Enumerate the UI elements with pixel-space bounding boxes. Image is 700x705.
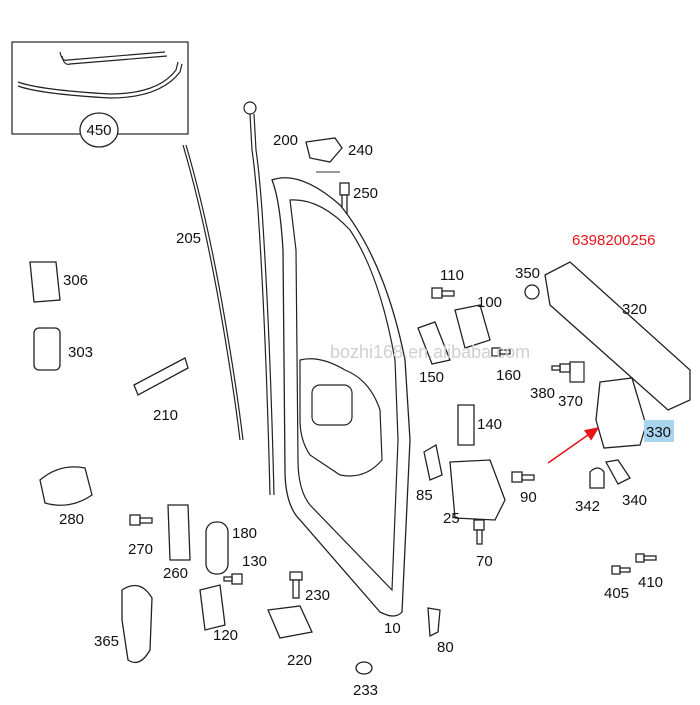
- part-160-screw: [491, 347, 511, 357]
- label-350: 350: [515, 265, 540, 282]
- label-210: 210: [153, 407, 178, 424]
- part-200-rod: [243, 101, 275, 496]
- part-280-handle: [39, 466, 93, 506]
- label-85: 85: [416, 487, 433, 504]
- label-340: 340: [622, 492, 647, 509]
- label-270: 270: [128, 541, 153, 558]
- label-200: 200: [273, 132, 298, 149]
- part-303-pad: [33, 327, 61, 371]
- label-280: 280: [59, 511, 84, 528]
- part-405-bolt: [611, 565, 631, 575]
- label-303: 303: [68, 344, 93, 361]
- part-110-bolt: [431, 287, 455, 299]
- label-205: 205: [176, 230, 201, 247]
- label-306: 306: [63, 272, 88, 289]
- label-160: 160: [496, 367, 521, 384]
- part-370-clip: [569, 361, 585, 383]
- part-100-catch: [454, 304, 491, 349]
- label-110: 110: [440, 267, 464, 284]
- pointer-arrow: [547, 427, 600, 464]
- label-342: 342: [575, 498, 600, 515]
- part-70-bolt: [473, 519, 485, 545]
- label-120: 120: [213, 627, 238, 644]
- label-80: 80: [437, 639, 454, 656]
- part-320-handle-bar: [544, 261, 691, 411]
- label-10: 10: [384, 620, 401, 637]
- part-410-bolt: [635, 553, 657, 563]
- part-380-screw: [551, 363, 571, 373]
- label-405: 405: [604, 585, 629, 602]
- part-350-cap: [524, 284, 540, 300]
- label-150: 150: [419, 369, 444, 386]
- part-365-handle: [121, 584, 153, 664]
- part-85-plate: [423, 443, 443, 481]
- label-240: 240: [348, 142, 373, 159]
- part-240-bracket: [305, 137, 343, 163]
- label-25: 25: [443, 510, 460, 527]
- label-180: 180: [232, 525, 257, 542]
- part-342-bulb: [589, 467, 605, 489]
- watermark: bozhi168.en.alibaba.com: [330, 342, 530, 362]
- part-number: 6398200256: [572, 232, 655, 249]
- part-90-bolt: [511, 471, 535, 483]
- part-230-bolt: [289, 571, 303, 599]
- label-365: 365: [94, 633, 119, 650]
- label-330: 330: [646, 424, 671, 441]
- part-25-hinge: [449, 459, 506, 521]
- part-450-inset: [11, 41, 189, 148]
- label-410: 410: [638, 574, 663, 591]
- label-230: 230: [305, 587, 330, 604]
- part-330-lamp: [595, 377, 647, 449]
- label-380: 380: [530, 385, 555, 402]
- label-100: 100: [477, 294, 502, 311]
- part-210-strip: [133, 357, 189, 396]
- label-70: 70: [476, 553, 493, 570]
- label-233: 233: [353, 682, 378, 699]
- part-180-cover: [205, 521, 229, 575]
- part-10-door: [271, 177, 411, 617]
- part-340-bulb: [604, 459, 631, 485]
- part-205-seal-strip: [182, 144, 241, 441]
- label-130: 130: [242, 553, 267, 570]
- part-260-latch: [167, 504, 191, 561]
- part-306-clip: [29, 261, 61, 303]
- label-220: 220: [287, 652, 312, 669]
- part-120-lock: [199, 584, 226, 631]
- part-270-screw: [129, 514, 153, 526]
- label-140: 140: [477, 416, 502, 433]
- label-260: 260: [163, 565, 188, 582]
- label-320: 320: [622, 301, 647, 318]
- label-370: 370: [558, 393, 583, 410]
- part-150-plate: [417, 321, 451, 365]
- label-330-highlight: [644, 420, 674, 442]
- part-130-screw: [223, 573, 243, 585]
- label-450: 450: [86, 122, 111, 139]
- label-90: 90: [520, 489, 537, 506]
- part-80-clip: [427, 607, 441, 638]
- part-233-cap: [355, 661, 373, 675]
- part-140-lock: [457, 404, 475, 446]
- part-220-plate: [267, 605, 313, 639]
- label-250: 250: [353, 185, 378, 202]
